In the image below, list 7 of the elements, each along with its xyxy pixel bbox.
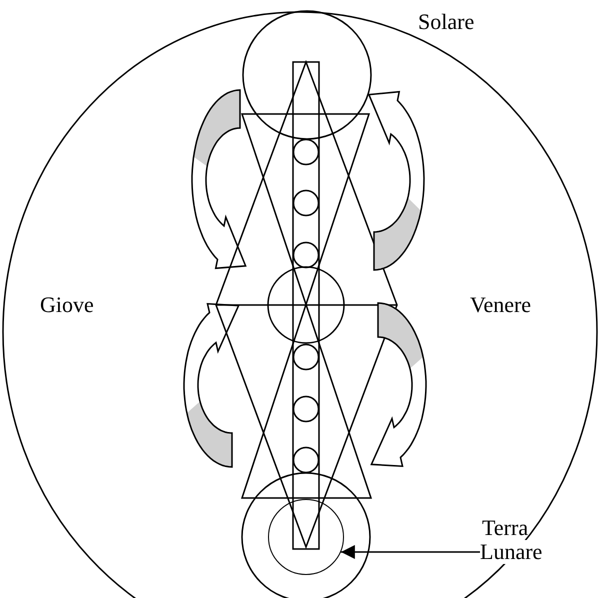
- planet-label: Solare: [418, 10, 474, 34]
- planet-label: Lunare: [480, 540, 542, 564]
- planet-label: Terra: [482, 516, 528, 540]
- planet-label: Giove: [40, 293, 94, 317]
- circle-shape: [268, 499, 344, 575]
- planet-label: Venere: [470, 293, 532, 317]
- arrow: [340, 545, 480, 559]
